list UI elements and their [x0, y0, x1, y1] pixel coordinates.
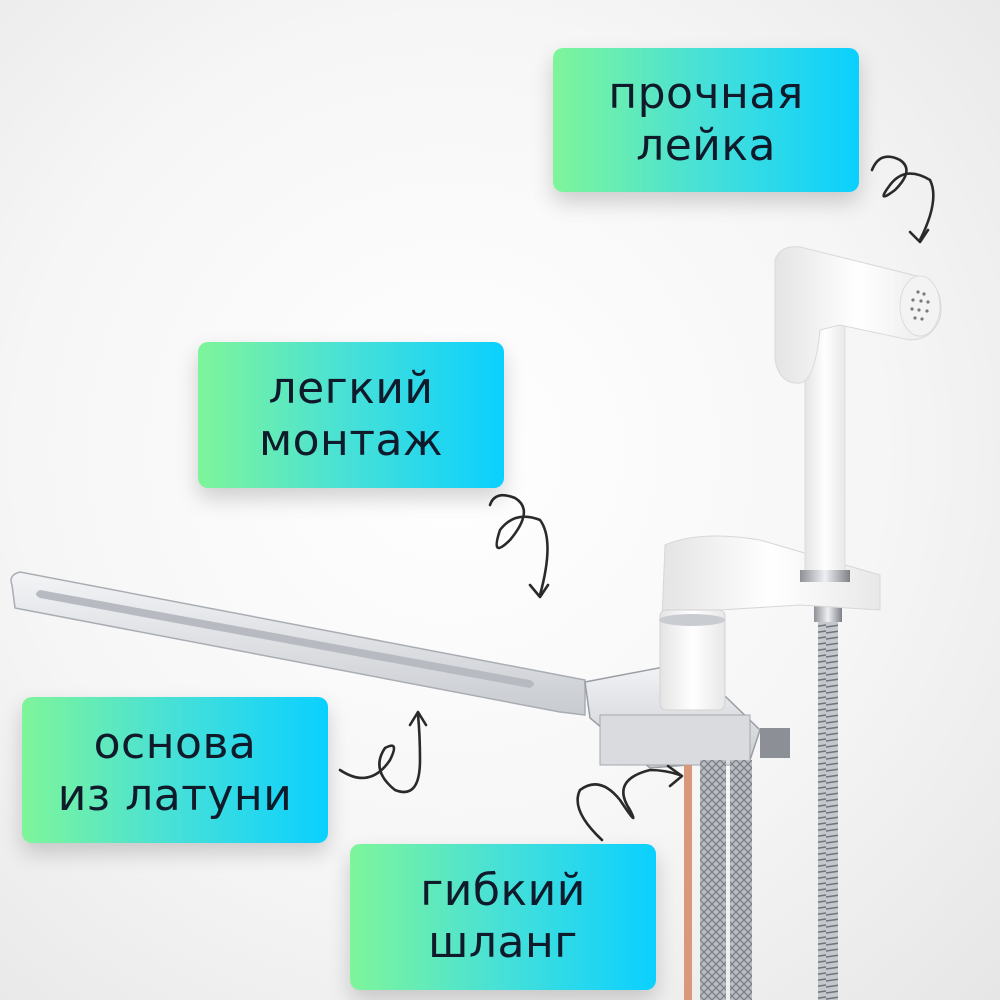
- arrow-to-hose: [576, 768, 682, 842]
- arrow-to-base: [338, 713, 422, 794]
- faucet-body: [659, 535, 881, 711]
- label-installation-line2: монтаж: [258, 415, 444, 466]
- label-installation-line1: легкий: [268, 363, 434, 414]
- label-hose-line2: шланг: [428, 917, 578, 968]
- label-hose-line1: гибкий: [420, 865, 586, 916]
- arrow-to-shower-head: [870, 155, 935, 242]
- label-shower-head-line2: лейка: [636, 120, 776, 171]
- label-base-line1: основа: [93, 718, 257, 769]
- label-installation: легкий монтаж: [198, 342, 504, 488]
- label-shower-head: прочная лейка: [553, 48, 859, 192]
- label-hose: гибкий шланг: [350, 844, 656, 990]
- label-base: основа из латуни: [22, 697, 328, 843]
- label-base-line2: из латуни: [57, 770, 293, 821]
- arrows: [338, 155, 935, 842]
- shower-hose: [818, 615, 838, 1000]
- hand-shower: [774, 246, 942, 582]
- supply-hoses: [684, 760, 752, 1000]
- label-shower-head-line1: прочная: [608, 68, 804, 119]
- arrow-to-installation: [488, 493, 549, 597]
